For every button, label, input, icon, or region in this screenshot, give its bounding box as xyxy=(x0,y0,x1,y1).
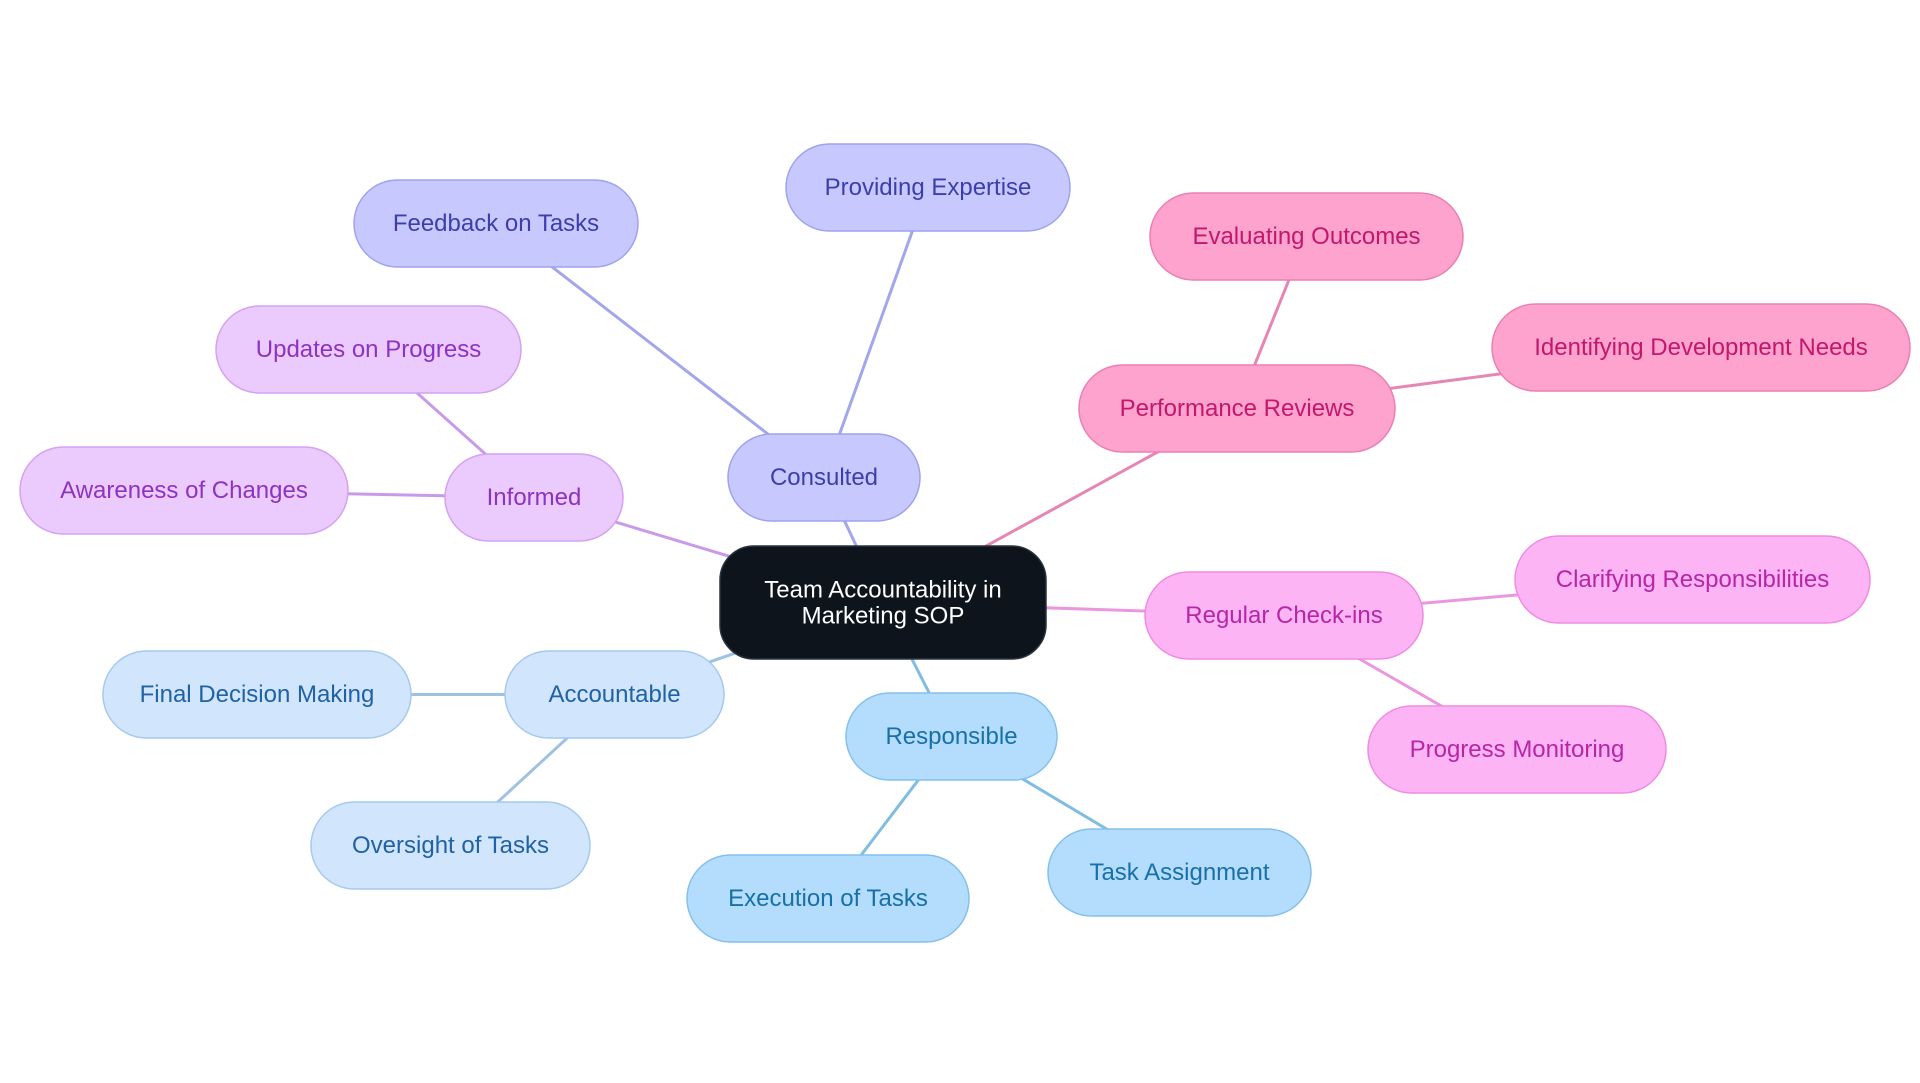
node-identifying-development-needs-label: Identifying Development Needs xyxy=(1534,334,1868,361)
node-clarifying-responsibilities: Clarifying Responsibilities xyxy=(1514,535,1871,624)
node-informed-label: Informed xyxy=(487,484,582,511)
node-updates-on-progress: Updates on Progress xyxy=(215,305,522,394)
node-responsible: Responsible xyxy=(845,692,1058,781)
node-updates-on-progress-shape xyxy=(215,305,522,394)
node-execution-of-tasks-label: Execution of Tasks xyxy=(728,885,928,912)
node-oversight-of-tasks-label: Oversight of Tasks xyxy=(352,832,549,859)
node-performance-reviews-label: Performance Reviews xyxy=(1120,395,1355,422)
node-identifying-development-needs: Identifying Development Needs xyxy=(1491,303,1911,392)
root-node-shape xyxy=(719,545,1047,660)
node-accountable-label: Accountable xyxy=(548,681,680,708)
node-evaluating-outcomes-shape xyxy=(1149,192,1464,281)
node-clarifying-responsibilities-label: Clarifying Responsibilities xyxy=(1556,566,1829,593)
edge-consulted-providing-expertise xyxy=(822,186,930,479)
node-updates-on-progress-label: Updates on Progress xyxy=(256,336,481,363)
node-clarifying-responsibilities-shape xyxy=(1514,535,1871,624)
root-node-label-line2: Marketing SOP xyxy=(802,603,965,630)
node-awareness-of-changes-shape xyxy=(19,446,349,535)
node-final-decision-making: Final Decision Making xyxy=(102,650,412,739)
node-task-assignment-shape xyxy=(1047,828,1312,917)
node-providing-expertise-label: Providing Expertise xyxy=(825,174,1032,201)
node-evaluating-outcomes: Evaluating Outcomes xyxy=(1149,192,1464,281)
node-regular-check-ins-shape xyxy=(1144,571,1424,660)
node-providing-expertise: Providing Expertise xyxy=(785,143,1071,232)
node-responsible-shape xyxy=(845,692,1058,781)
node-providing-expertise-shape xyxy=(785,143,1071,232)
node-feedback-on-tasks-shape xyxy=(353,179,639,268)
node-oversight-of-tasks-shape xyxy=(310,801,591,890)
node-evaluating-outcomes-label: Evaluating Outcomes xyxy=(1192,223,1420,250)
node-regular-check-ins-label: Regular Check-ins xyxy=(1185,602,1382,629)
node-task-assignment-label: Task Assignment xyxy=(1089,859,1269,886)
node-progress-monitoring-shape xyxy=(1367,705,1667,794)
node-performance-reviews: Performance Reviews xyxy=(1078,364,1396,453)
node-responsible-label: Responsible xyxy=(885,723,1017,750)
node-final-decision-making-shape xyxy=(102,650,412,739)
node-feedback-on-tasks: Feedback on Tasks xyxy=(353,179,639,268)
node-informed: Informed xyxy=(444,453,624,542)
node-execution-of-tasks-shape xyxy=(686,854,970,943)
node-progress-monitoring: Progress Monitoring xyxy=(1367,705,1667,794)
node-task-assignment: Task Assignment xyxy=(1047,828,1312,917)
node-progress-monitoring-label: Progress Monitoring xyxy=(1410,736,1625,763)
node-oversight-of-tasks: Oversight of Tasks xyxy=(310,801,591,890)
node-execution-of-tasks: Execution of Tasks xyxy=(686,854,970,943)
node-consulted: Consulted xyxy=(727,433,921,522)
node-feedback-on-tasks-label: Feedback on Tasks xyxy=(393,210,599,237)
node-regular-check-ins: Regular Check-ins xyxy=(1144,571,1424,660)
root-node-label-line1: Team Accountability in xyxy=(764,577,1001,604)
node-awareness-of-changes-label: Awareness of Changes xyxy=(60,477,308,504)
node-accountable-shape xyxy=(504,650,725,739)
node-identifying-development-needs-shape xyxy=(1491,303,1911,392)
node-informed-shape xyxy=(444,453,624,542)
node-consulted-shape xyxy=(727,433,921,522)
node-awareness-of-changes: Awareness of Changes xyxy=(19,446,349,535)
node-performance-reviews-shape xyxy=(1078,364,1396,453)
node-consulted-label: Consulted xyxy=(770,464,878,491)
node-final-decision-making-label: Final Decision Making xyxy=(140,681,375,708)
node-accountable: Accountable xyxy=(504,650,725,739)
